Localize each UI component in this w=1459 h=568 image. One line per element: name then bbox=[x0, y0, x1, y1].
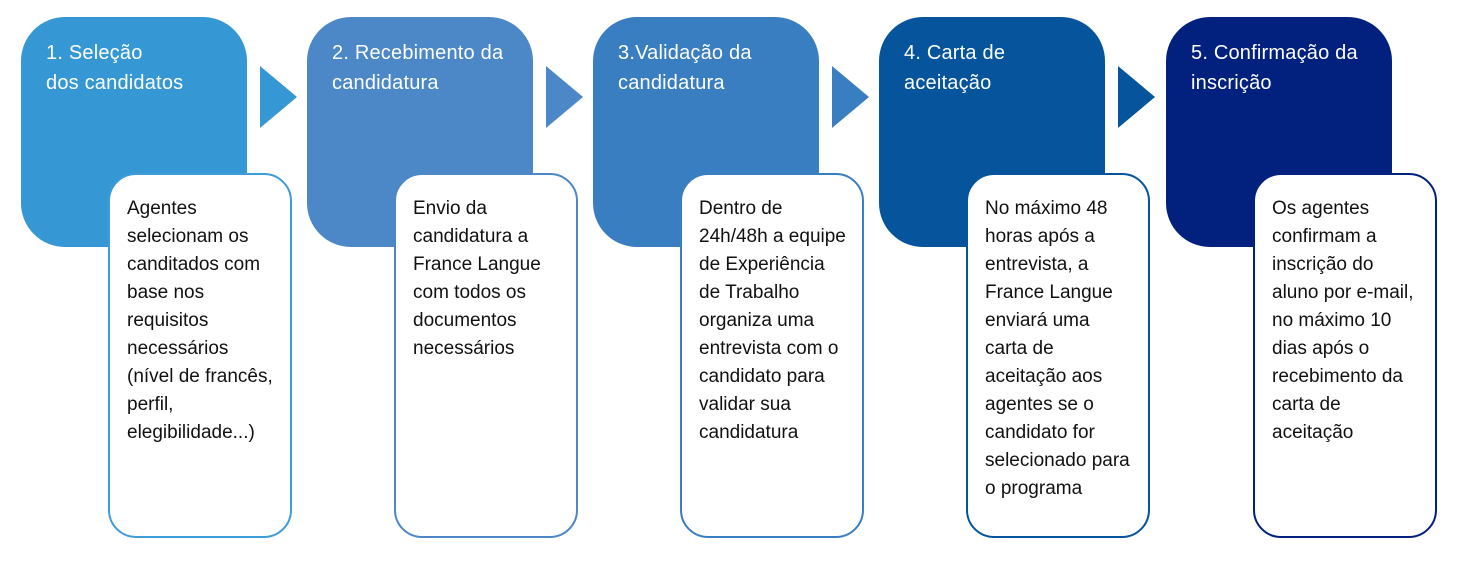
step-5-detail-box: Os agentes confirmam a inscrição do alun… bbox=[1253, 173, 1437, 538]
step-group-1: 1. Seleção dos candidatos Agentes seleci… bbox=[21, 0, 311, 568]
step-group-2: 2. Recebimento da candidatura Envio da c… bbox=[307, 0, 597, 568]
step-1-description: Agentes selecionam os canditados com bas… bbox=[127, 198, 273, 443]
step-5-title: 5. Confirmação da inscrição bbox=[1191, 42, 1358, 94]
step-3-title: 3.Validação da candidatura bbox=[618, 42, 752, 94]
arrow-right-icon bbox=[1118, 66, 1155, 128]
step-3-description: Dentro de 24h/48h a equipe de Experiênci… bbox=[699, 198, 846, 443]
arrow-right-icon bbox=[546, 66, 583, 128]
step-group-5: 5. Confirmação da inscrição Os agentes c… bbox=[1166, 0, 1456, 568]
step-3-detail-box: Dentro de 24h/48h a equipe de Experiênci… bbox=[680, 173, 864, 538]
arrow-right-icon bbox=[832, 66, 869, 128]
step-group-4: 4. Carta de aceitação No máximo 48 horas… bbox=[879, 0, 1169, 568]
step-4-description: No máximo 48 horas após a entrevista, a … bbox=[985, 198, 1130, 499]
step-4-detail-box: No máximo 48 horas após a entrevista, a … bbox=[966, 173, 1150, 538]
arrow-right-icon bbox=[260, 66, 297, 128]
step-2-description: Envio da candidatura a France Langue com… bbox=[413, 198, 541, 359]
step-2-title: 2. Recebimento da candidatura bbox=[332, 42, 504, 94]
step-5-description: Os agentes confirmam a inscrição do alun… bbox=[1272, 198, 1414, 443]
step-1-detail-box: Agentes selecionam os canditados com bas… bbox=[108, 173, 292, 538]
step-2-detail-box: Envio da candidatura a France Langue com… bbox=[394, 173, 578, 538]
step-1-title: 1. Seleção dos candidatos bbox=[46, 42, 184, 94]
step-group-3: 3.Validação da candidatura Dentro de 24h… bbox=[593, 0, 883, 568]
step-4-title: 4. Carta de aceitação bbox=[904, 42, 1006, 94]
